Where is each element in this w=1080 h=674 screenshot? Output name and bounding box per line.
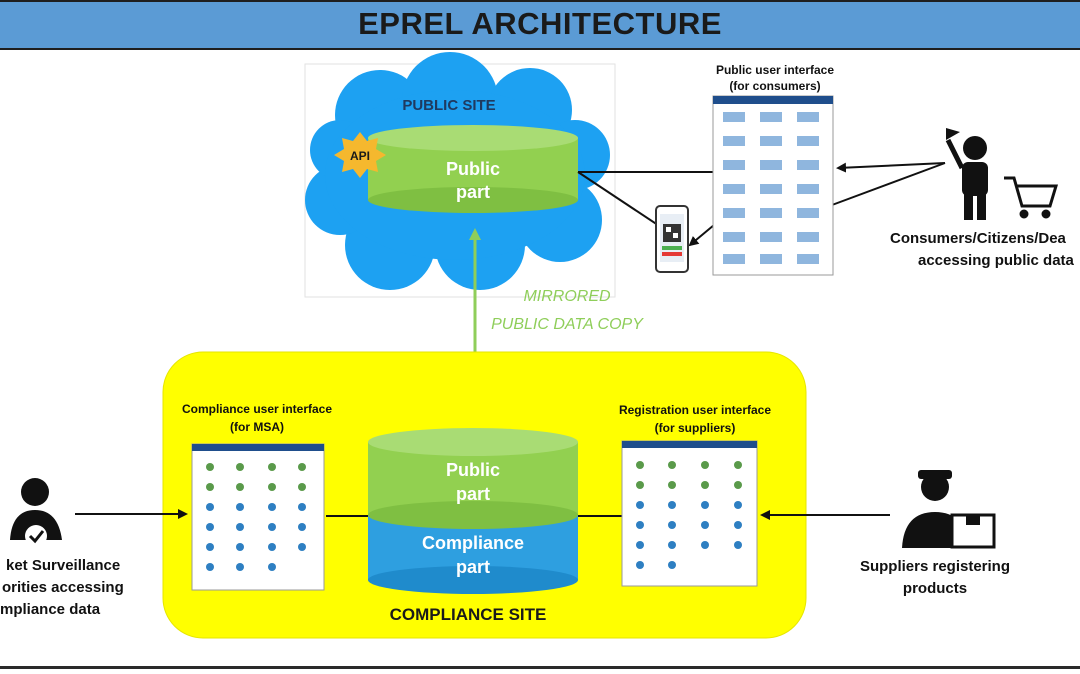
api-label: API bbox=[350, 149, 370, 163]
mirror-label-1: MIRRORED bbox=[523, 288, 611, 305]
supplier-icon bbox=[902, 470, 996, 549]
msa-officer-icon bbox=[10, 478, 62, 547]
consumer-to-ui-arrow bbox=[836, 162, 946, 173]
compliance-part-label-2: part bbox=[456, 557, 490, 577]
compliance-ui-title: Compliance user interface (for MSA) bbox=[162, 400, 352, 436]
msa-label-1: ket Surveillance bbox=[6, 557, 121, 574]
smartphone-icon bbox=[655, 205, 689, 273]
consumers-label-2: accessing public data bbox=[918, 252, 1074, 269]
shopping-cart-icon bbox=[1004, 176, 1059, 219]
consumer-to-ui-line bbox=[831, 162, 946, 206]
consumers-label-1: Consumers/Citizens/Dea bbox=[890, 230, 1066, 247]
compliance-ui-title-1: Compliance user interface bbox=[181, 402, 333, 416]
compliance-database bbox=[368, 428, 578, 594]
suppliers-label-1: Suppliers registering bbox=[859, 558, 1011, 575]
bottom-divider bbox=[0, 666, 1080, 669]
public-ui-title-2: (for consumers) bbox=[729, 79, 821, 93]
consumers-label: Consumers/Citizens/Dea accessing public … bbox=[880, 228, 1080, 272]
mirror-label-2: PUBLIC DATA COPY bbox=[491, 316, 644, 333]
public-ui-screenshot bbox=[712, 95, 834, 276]
registration-ui-screenshot bbox=[621, 440, 758, 587]
public-part-label-2: part bbox=[456, 182, 490, 202]
diagram-title: EPREL ARCHITECTURE bbox=[358, 6, 722, 41]
compliance-site-label: COMPLIANCE SITE bbox=[390, 605, 547, 624]
public-part-label-1: Public bbox=[446, 159, 500, 179]
registration-ui-title: Registration user interface (for supplie… bbox=[595, 401, 795, 437]
public-ui-title-1: Public user interface bbox=[715, 63, 835, 77]
public-part-database bbox=[368, 125, 578, 213]
suppliers-label-2: products bbox=[902, 580, 968, 597]
public-ui-title: Public user interface (for consumers) bbox=[690, 62, 860, 94]
compliance-part-label-1: Compliance bbox=[422, 533, 524, 553]
msa-label-2: orities accessing bbox=[2, 579, 124, 596]
compliance-ui-title-2: (for MSA) bbox=[230, 420, 284, 434]
compliance-public-label-1: Public bbox=[446, 460, 500, 480]
msa-label: ket Surveillance orities accessing mplia… bbox=[0, 555, 125, 621]
registration-ui-title-2: (for suppliers) bbox=[654, 421, 736, 435]
msa-label-3: mpliance data bbox=[0, 601, 101, 618]
ui-to-phone-arrow bbox=[688, 224, 715, 247]
api-star-badge bbox=[334, 132, 386, 178]
suppliers-label: Suppliers registering products bbox=[840, 556, 1030, 600]
title-bar: EPREL ARCHITECTURE bbox=[0, 0, 1080, 50]
consumer-person-icon bbox=[945, 128, 988, 220]
registration-ui-title-1: Registration user interface bbox=[618, 403, 772, 417]
compliance-public-label-2: part bbox=[456, 484, 490, 504]
compliance-ui-screenshot bbox=[191, 443, 325, 591]
public-site-label: PUBLIC SITE bbox=[402, 97, 495, 114]
